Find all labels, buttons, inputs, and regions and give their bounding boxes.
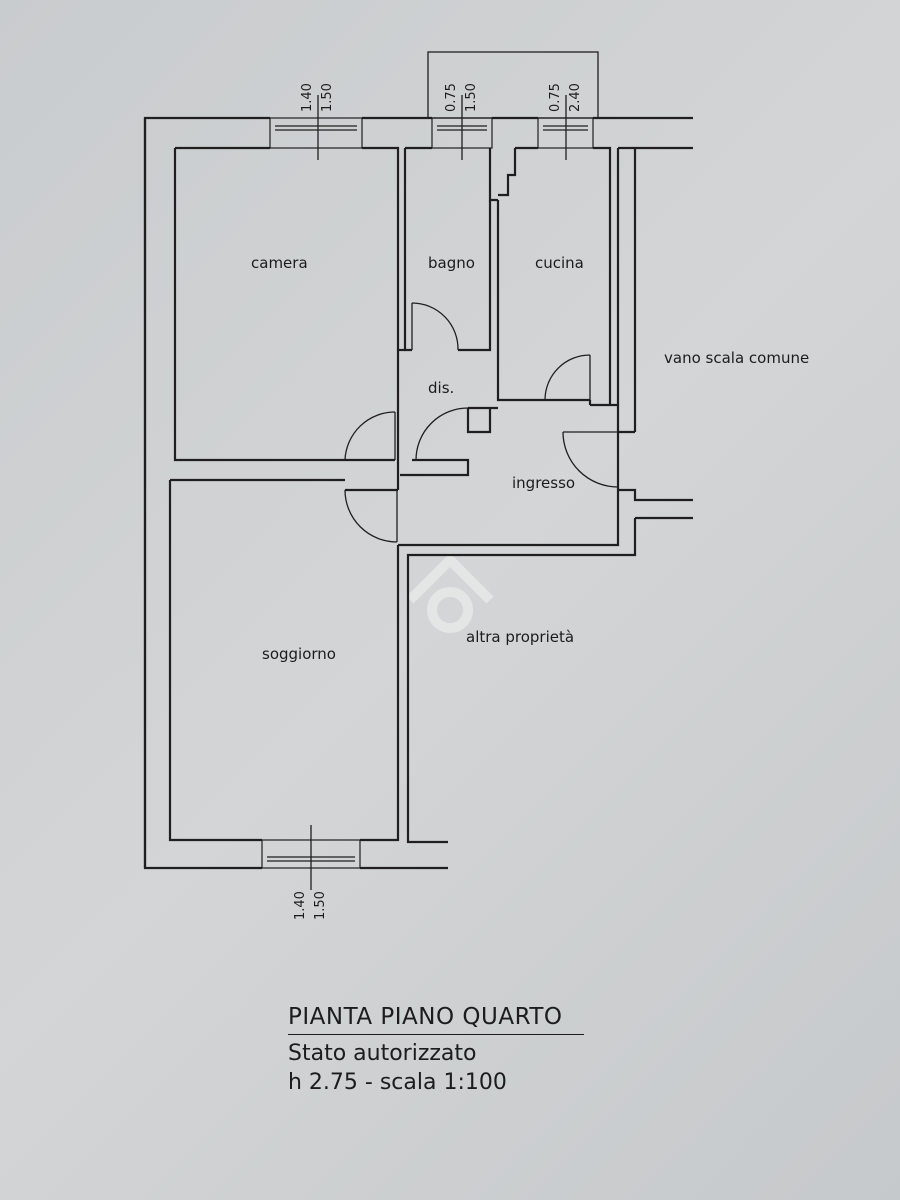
label-soggiorno: soggiorno <box>262 645 336 663</box>
dim-bagno-a: 0.75 <box>444 83 459 112</box>
plan-caption: PIANTA PIANO QUARTO Stato autorizzato h … <box>288 1004 584 1095</box>
label-altra-proprieta: altra proprietà <box>466 628 574 646</box>
label-cucina: cucina <box>535 254 584 272</box>
watermark-logo <box>406 552 494 633</box>
caption-scale: h 2.75 - scala 1:100 <box>288 1070 507 1095</box>
label-ingresso: ingresso <box>512 474 575 492</box>
label-bagno: bagno <box>428 254 475 272</box>
caption-subtitle: Stato autorizzato <box>288 1041 477 1066</box>
caption-title: PIANTA PIANO QUARTO <box>288 1004 584 1035</box>
dim-bagno-b: 1.50 <box>464 83 479 112</box>
walls <box>143 116 693 870</box>
windows <box>261 51 599 890</box>
dim-camera-a: 1.40 <box>300 83 315 112</box>
dim-soggiorno-b: 1.50 <box>313 891 328 920</box>
label-camera: camera <box>251 254 308 272</box>
dim-cucina-a: 0.75 <box>548 83 563 112</box>
label-vano-scala: vano scala comune <box>664 349 809 367</box>
label-dis: dis. <box>428 379 454 397</box>
dim-soggiorno-a: 1.40 <box>293 891 308 920</box>
dim-camera-b: 1.50 <box>320 83 335 112</box>
dim-cucina-b: 2.40 <box>568 83 583 112</box>
door-swings <box>344 302 619 543</box>
